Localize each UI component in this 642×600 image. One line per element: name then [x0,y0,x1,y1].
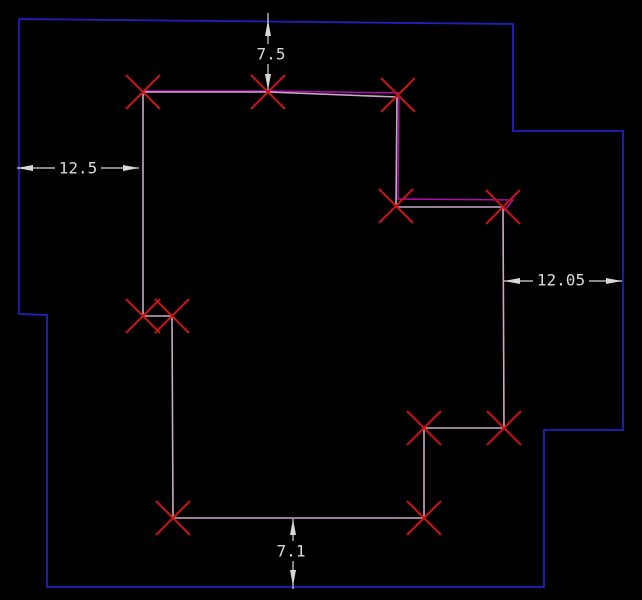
vertex-marker-stroke [486,410,522,446]
vertex-marker-stroke [406,410,442,446]
vertex-marker-stroke [406,500,442,536]
dimension-label[interactable]: 7.5 [257,45,286,64]
vertex-marker-stroke [380,77,416,113]
vertex-marker-stroke [125,298,161,334]
vertex-marker-stroke [250,74,286,110]
vertex-marker-x[interactable] [125,74,161,110]
vertex-marker-x[interactable] [378,188,414,224]
dimension-arrow-right [123,165,139,171]
dimension-text-mask [55,158,101,178]
dimension-7.5[interactable]: 7.5 [253,13,289,90]
vertex-marker-stroke [125,74,161,110]
vertex-marker-x[interactable] [406,410,442,446]
dimension-12.5[interactable]: 12.5 [17,158,139,178]
vertex-marker-x[interactable] [154,298,190,334]
vertex-marker-stroke [155,500,191,536]
vertex-marker-x[interactable] [155,500,191,536]
inner-outline-polyline[interactable] [142,91,505,519]
dimension-7.1[interactable]: 7.1 [273,519,309,589]
dimension-12.05[interactable]: 12.05 [504,270,622,290]
dimension-text-mask [533,270,589,290]
dimension-text-mask [273,541,309,561]
dimension-arrow-right [606,278,622,284]
dimension-arrow-up [290,519,296,535]
vertex-marker-x[interactable] [486,410,522,446]
dimension-arrow-left [504,278,520,284]
dimension-arrow-left [17,165,33,171]
inner-outline-magenta-polyline[interactable] [143,90,515,212]
dimension-label[interactable]: 12.05 [537,271,585,290]
vertex-marker-x[interactable] [250,74,286,110]
dimension-arrow-up [265,20,271,36]
vertex-marker-stroke [154,298,190,334]
vertex-marker-x[interactable] [125,298,161,334]
dimension-arrow-down [290,570,296,586]
vertex-marker-x[interactable] [406,500,442,536]
outer-boundary-polyline[interactable] [18,18,624,588]
vertex-marker-stroke [485,189,521,225]
dimension-label[interactable]: 12.5 [59,159,98,178]
dimension-label[interactable]: 7.1 [277,542,306,561]
vertex-marker-x[interactable] [485,189,521,225]
dimension-text-mask [253,44,289,64]
vertex-marker-x[interactable] [380,77,416,113]
vertex-marker-stroke [378,188,414,224]
dimension-arrow-down [265,74,271,90]
